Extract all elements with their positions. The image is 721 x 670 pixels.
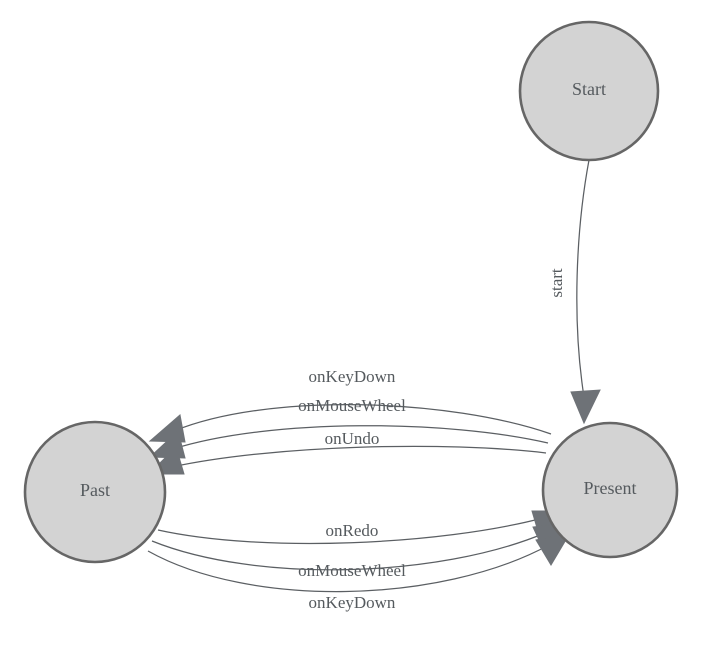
nodes-layer: Start Past Present <box>23 20 679 564</box>
edge-path <box>576 159 590 398</box>
node-present-circle[interactable] <box>541 421 679 559</box>
edges-layer: start onKeyDown onMouseWheel onUndo <box>147 159 601 612</box>
edge-path <box>147 544 550 593</box>
edge-path <box>151 532 546 571</box>
edge-past-present-redo[interactable]: onRedo <box>157 510 568 545</box>
node-start-circle[interactable] <box>518 20 660 162</box>
edge-path <box>173 404 552 435</box>
edge-label-onkeydown-top: onKeyDown <box>309 367 396 386</box>
arrowhead-icon <box>570 389 601 425</box>
edge-label-onredo: onRedo <box>326 521 379 540</box>
edge-path <box>172 425 549 450</box>
edge-label-onkeydown-bottom: onKeyDown <box>309 593 396 612</box>
node-start[interactable]: Start <box>518 20 660 162</box>
node-present-label: Present <box>584 478 637 498</box>
edge-label-onmousewheel-bottom: onMouseWheel <box>298 561 406 580</box>
node-present[interactable]: Present <box>541 421 679 559</box>
edge-present-past-mousewheel[interactable]: onMouseWheel <box>148 396 549 459</box>
edge-present-past-undo[interactable]: onUndo <box>147 429 547 475</box>
edge-start-present[interactable]: start <box>547 159 601 425</box>
edge-label-onundo: onUndo <box>325 429 380 448</box>
edge-past-present-keydown[interactable]: onKeyDown <box>147 532 572 612</box>
edge-label-onmousewheel-top: onMouseWheel <box>298 396 406 415</box>
edge-path <box>171 445 547 468</box>
node-past[interactable]: Past <box>23 420 167 564</box>
edge-path <box>157 517 544 545</box>
edge-label-start: start <box>547 268 566 298</box>
node-past-circle[interactable] <box>23 420 167 564</box>
arrowhead-icon <box>535 532 572 566</box>
node-start-label: Start <box>572 79 606 99</box>
node-past-label: Past <box>80 480 110 500</box>
